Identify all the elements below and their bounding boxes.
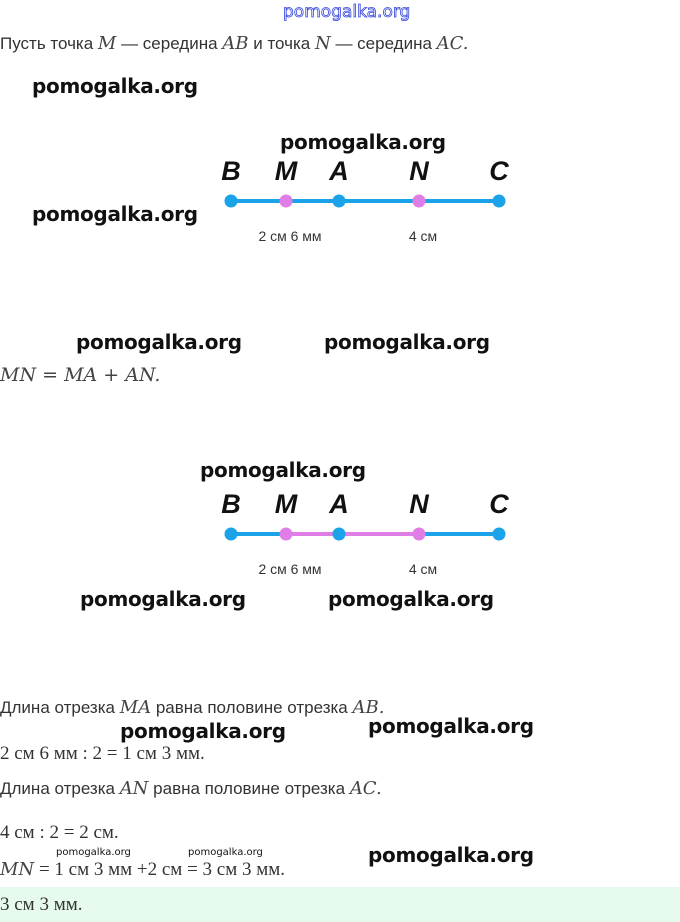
math: AC. <box>349 778 382 799</box>
watermark: pomogalka.org <box>200 458 366 482</box>
point-label-c: C <box>489 156 509 186</box>
answer-text: 3 см 3 мм. <box>0 894 83 915</box>
equation-mn: MN = MA + AN. <box>0 364 161 386</box>
math: MA <box>119 697 152 718</box>
watermark: pomogalka.org <box>120 719 286 743</box>
point-b <box>224 527 238 541</box>
point-label-c: C <box>489 489 509 519</box>
math: AN <box>119 778 149 799</box>
math: AB. <box>352 697 385 718</box>
math: AB <box>222 33 249 54</box>
calc-mn: MN = 1 см 3 мм +2 см = 3 см 3 мм. <box>0 859 285 881</box>
length-label-nc: 4 см <box>409 561 437 577</box>
math: MN <box>0 859 35 880</box>
watermark-top: pomogalka.org <box>283 2 411 23</box>
point-label-n: N <box>409 489 429 519</box>
point-c <box>492 194 506 208</box>
text: Длина отрезка <box>0 779 120 798</box>
length-label-bm: 2 см 6 мм <box>258 561 321 577</box>
watermark: pomogalka.org <box>280 130 446 154</box>
watermark: pomogalka.org <box>80 587 246 611</box>
text: — середина <box>330 34 437 53</box>
answer-box: 3 см 3 мм. <box>0 887 680 922</box>
text: и точка <box>248 34 315 53</box>
statement-line: Пусть точка M — середина AB и точка N — … <box>0 33 469 54</box>
point-n <box>412 527 426 541</box>
text: равна половине отрезка <box>148 779 350 798</box>
math: M <box>97 33 117 54</box>
watermark-small: pomogalka.org <box>188 847 263 858</box>
point-label-a: A <box>328 489 349 519</box>
point-a <box>332 527 346 541</box>
text: Пусть точка <box>0 34 98 53</box>
watermark: pomogalka.org <box>76 330 242 354</box>
watermark: pomogalka.org <box>32 74 198 98</box>
math: N <box>314 33 331 54</box>
an-statement: Длина отрезка AN равна половине отрезка … <box>0 778 382 799</box>
point-b <box>224 194 238 208</box>
text: равна половине отрезка <box>151 698 353 717</box>
math: AC. <box>436 33 469 54</box>
length-label-nc: 4 см <box>409 228 437 244</box>
point-label-m: M <box>275 156 298 186</box>
length-label-bm: 2 см 6 мм <box>258 228 321 244</box>
text: Длина отрезка <box>0 698 120 717</box>
point-n <box>412 194 426 208</box>
point-label-a: A <box>328 156 349 186</box>
point-label-b: B <box>221 156 241 186</box>
calc-ma: 2 см 6 мм : 2 = 1 см 3 мм. <box>0 743 205 764</box>
watermark: pomogalka.org <box>368 843 534 867</box>
text: — середина <box>116 34 223 53</box>
watermark-small: pomogalka.org <box>56 847 131 858</box>
point-m <box>279 527 293 541</box>
point-m <box>279 194 293 208</box>
point-label-n: N <box>409 156 429 186</box>
calc-an: 4 см : 2 = 2 см. <box>0 822 119 843</box>
watermark: pomogalka.org <box>368 714 534 738</box>
point-label-b: B <box>221 489 241 519</box>
text: = 1 см 3 мм +2 см = 3 см 3 мм. <box>34 859 286 880</box>
watermark: pomogalka.org <box>32 202 198 226</box>
ma-statement: Длина отрезка MA равна половине отрезка … <box>0 697 384 718</box>
point-label-m: M <box>275 489 298 519</box>
point-a <box>332 194 346 208</box>
point-c <box>492 527 506 541</box>
watermark: pomogalka.org <box>328 587 494 611</box>
watermark: pomogalka.org <box>324 330 490 354</box>
